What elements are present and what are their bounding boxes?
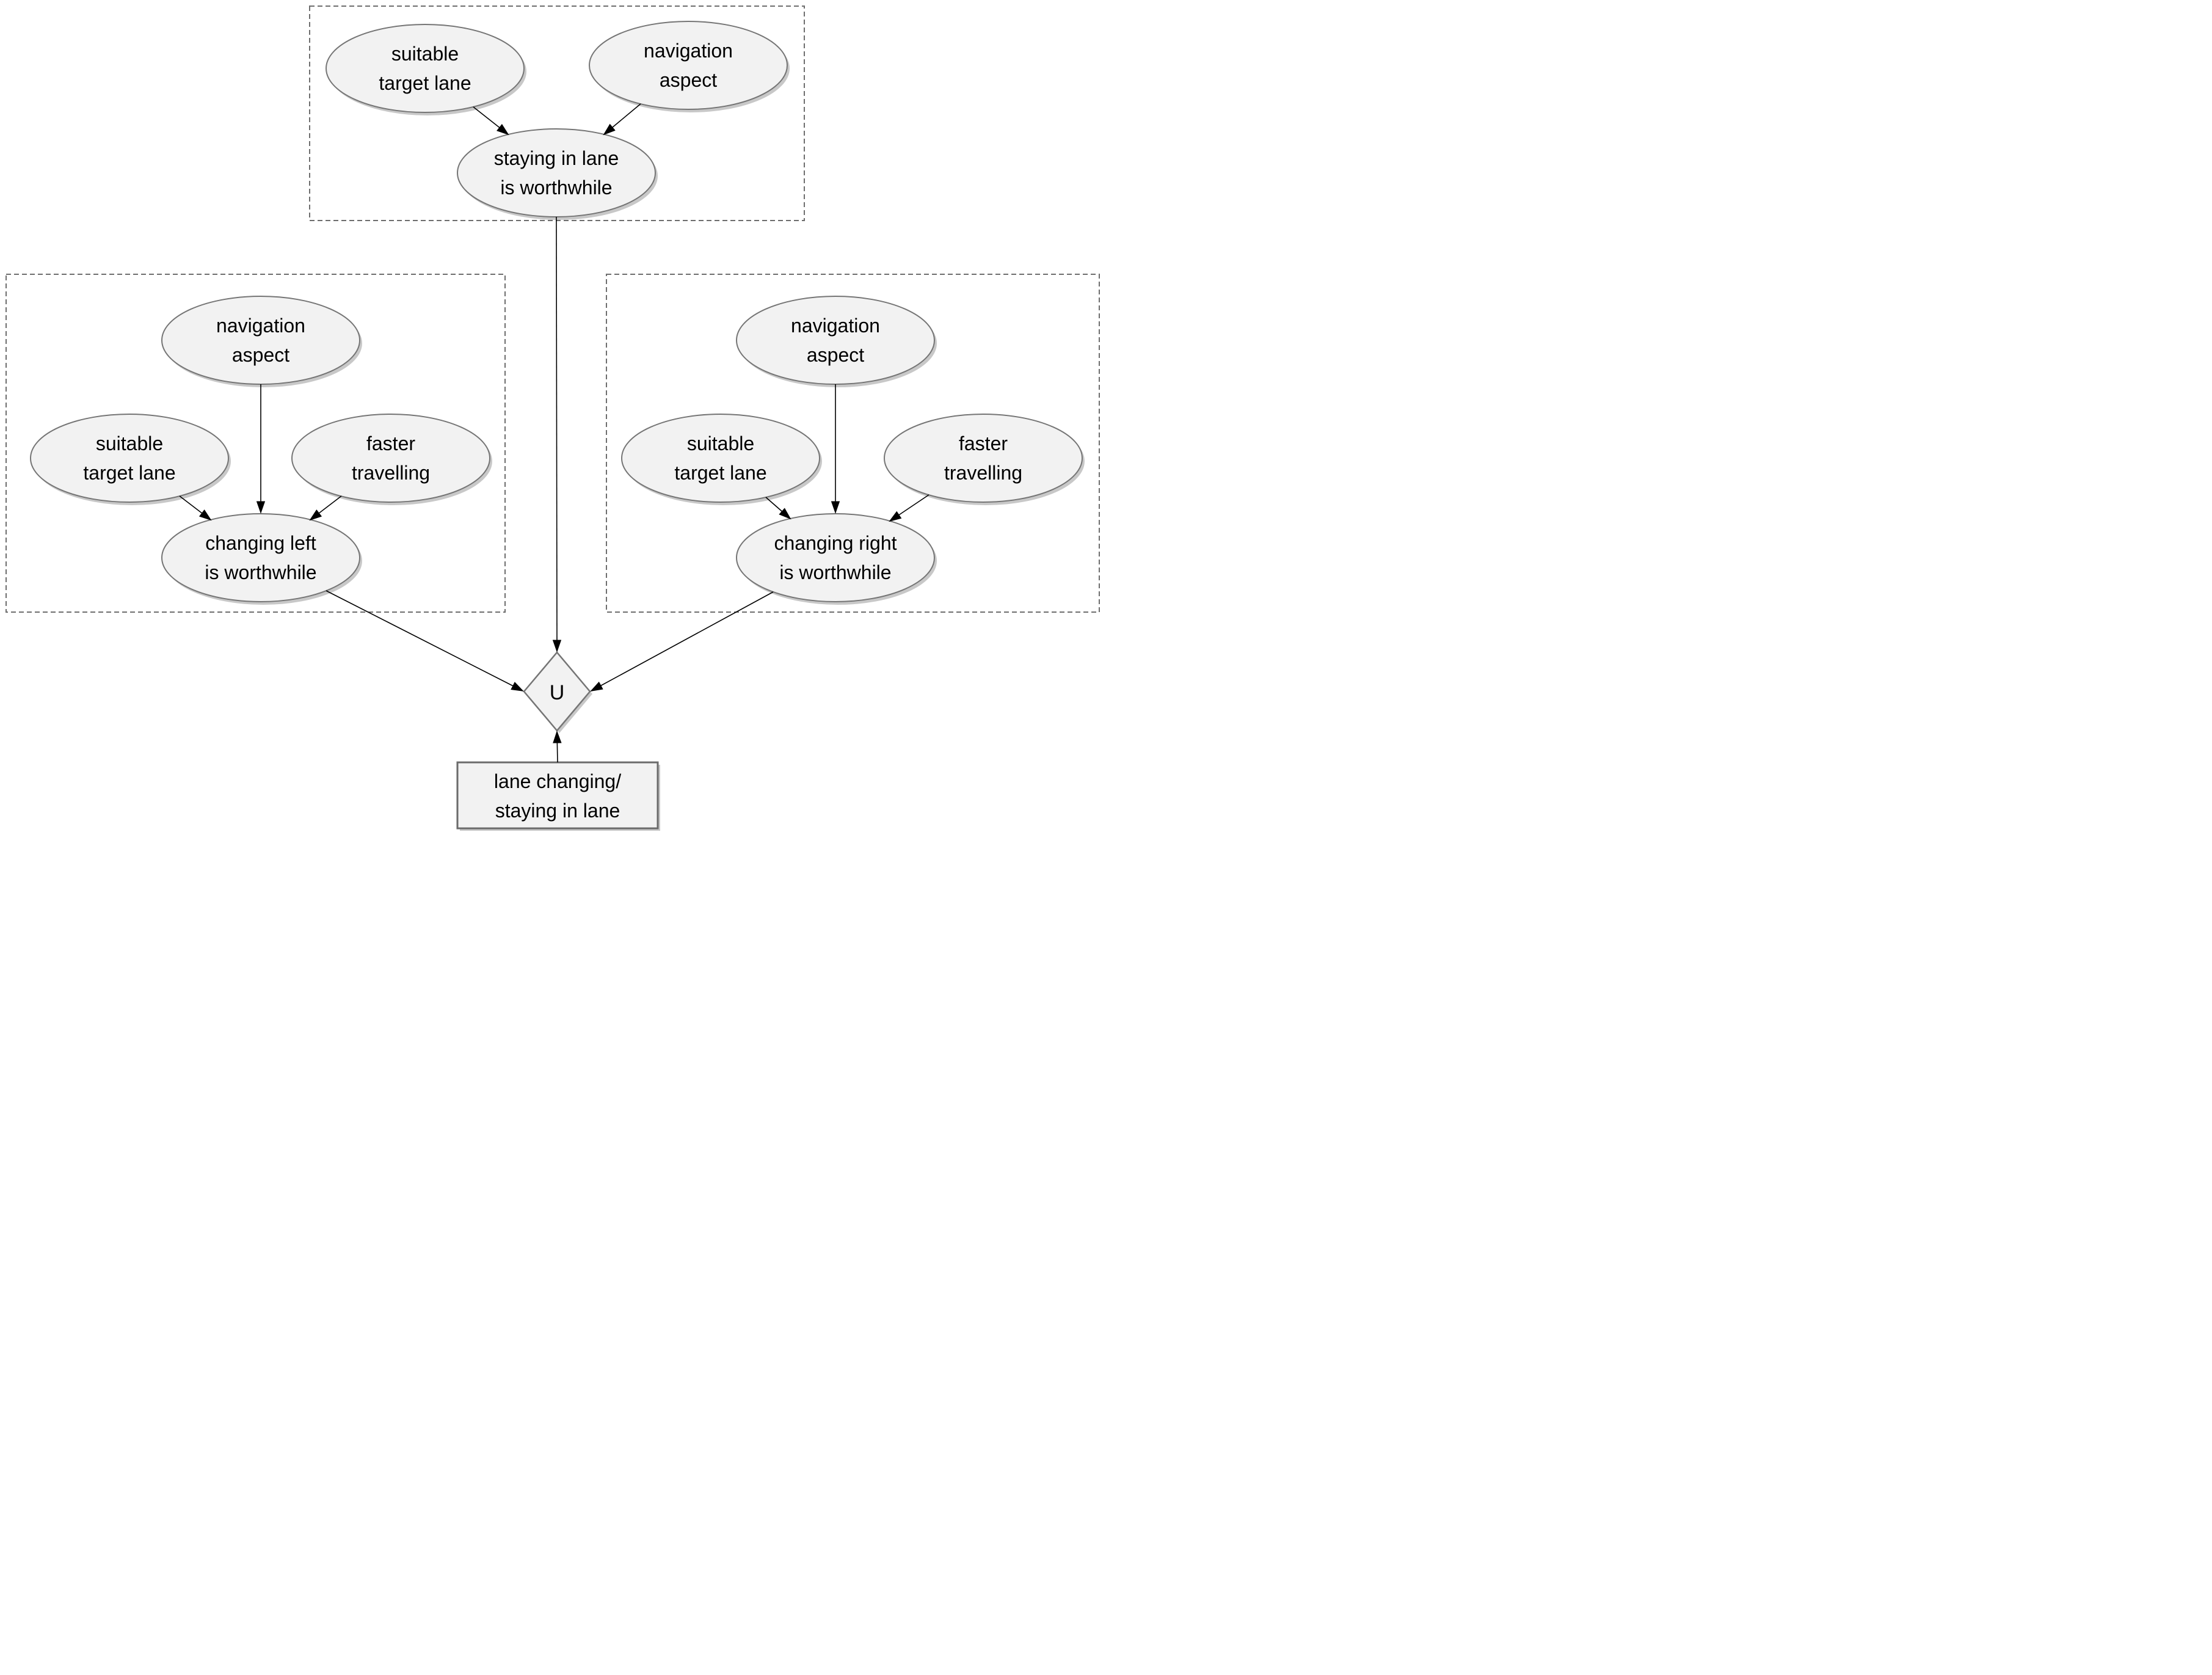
- node-left-suitable-target-lane: [30, 414, 229, 503]
- edge-top-suitable-to-staying: [473, 106, 509, 136]
- node-left-faster-travelling: [291, 414, 490, 503]
- edge-staying-to-utility: [552, 216, 562, 653]
- node-top-suitable-target-lane: [326, 24, 525, 113]
- node-changing-right: [736, 513, 935, 602]
- node-staying-in-lane: [457, 128, 656, 217]
- node-changing-left: [161, 513, 360, 602]
- edge-left-suitable-to-changing-left: [179, 495, 212, 521]
- node-utility-diamond: [523, 651, 591, 732]
- edge-right-faster-to-changing-right: [889, 494, 930, 522]
- edge-decision-to-utility: [553, 730, 562, 763]
- group-box-changing-left: [5, 274, 506, 613]
- node-decision-rect: [456, 761, 659, 830]
- group-box-changing-right: [606, 274, 1100, 613]
- node-top-navigation-aspect: [589, 21, 788, 110]
- edge-top-navigation-to-staying: [603, 103, 641, 136]
- diagram-drawing: [5, 5, 1100, 831]
- node-left-navigation-aspect: [161, 296, 360, 385]
- diagram-canvas: suitable target lane navigation aspect s…: [0, 0, 1106, 838]
- node-right-navigation-aspect: [736, 296, 935, 385]
- edge-right-suitable-to-changing-right: [765, 497, 791, 520]
- edge-changing-left-to-utility: [326, 590, 524, 692]
- edge-changing-right-to-utility: [590, 591, 774, 692]
- group-box-staying: [309, 5, 805, 221]
- node-right-suitable-target-lane: [621, 414, 820, 503]
- edge-left-faster-to-changing-left: [309, 495, 342, 521]
- node-right-faster-travelling: [884, 414, 1083, 503]
